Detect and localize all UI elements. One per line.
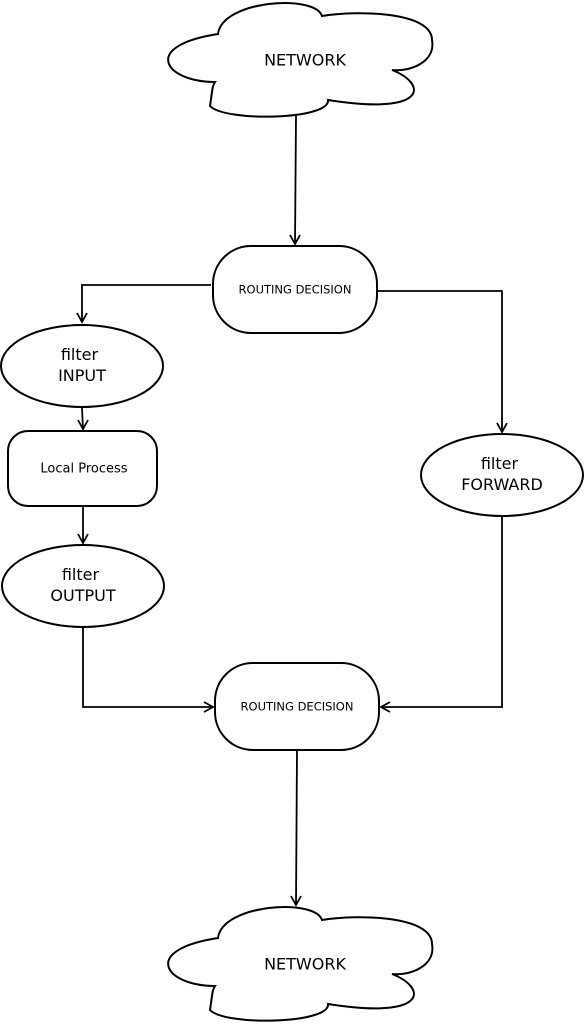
arrowhead [290,895,302,907]
filter-input-line1: filter [61,345,99,364]
filter-output-shape [1,544,165,628]
cloud-icon [167,2,434,118]
arrowhead [77,419,89,431]
cloud-icon [167,906,434,1022]
edge-routing-to-input [81,284,211,322]
arrowhead [203,701,215,713]
filter-output-node: filter OUTPUT [1,544,165,628]
edge-routing-to-network [295,750,298,906]
network-bottom-label: NETWORK [264,955,346,974]
routing-decision-top-shape [212,245,378,334]
filter-input-shape [0,324,164,408]
routing-decision-top: ROUTING DECISION [212,245,378,334]
routing-decision-top-label: ROUTING DECISION [239,283,352,297]
edge-input-to-local [81,407,84,430]
network-top-cloud: NETWORK [167,2,434,118]
arrowhead [77,533,89,545]
routing-decision-bottom-label: ROUTING DECISION [241,700,354,714]
local-process-node: Local Process [7,430,158,507]
routing-decision-bottom: ROUTING DECISION [214,662,380,751]
filter-input-label: filter INPUT [58,345,106,385]
edge-network-to-routing [294,115,297,245]
network-bottom-cloud: NETWORK [167,906,434,1022]
arrowhead [289,234,301,246]
edges [76,115,508,907]
filter-output-line2: OUTPUT [50,586,115,605]
filter-output-label: filter OUTPUT [50,565,115,605]
filter-forward-node: filter FORWARD [420,433,584,517]
arrowhead [76,312,88,324]
local-process-shape [7,430,158,507]
filter-forward-line1: filter [481,454,519,473]
edge-output-to-routing [82,628,213,708]
filter-forward-label: filter FORWARD [461,454,543,494]
filter-input-node: filter INPUT [0,324,164,408]
edge-forward-to-routing [381,517,503,708]
routing-decision-bottom-shape [214,662,380,751]
filter-forward-line2: FORWARD [461,475,543,494]
edge-routing-to-forward [378,290,503,432]
filter-input-line2: INPUT [58,366,106,385]
local-process-label: Local Process [40,462,127,477]
arrowhead [496,422,508,434]
network-top-label: NETWORK [264,51,346,70]
arrowhead [379,701,391,713]
filter-output-line1: filter [62,565,100,584]
filter-forward-shape [420,433,584,517]
